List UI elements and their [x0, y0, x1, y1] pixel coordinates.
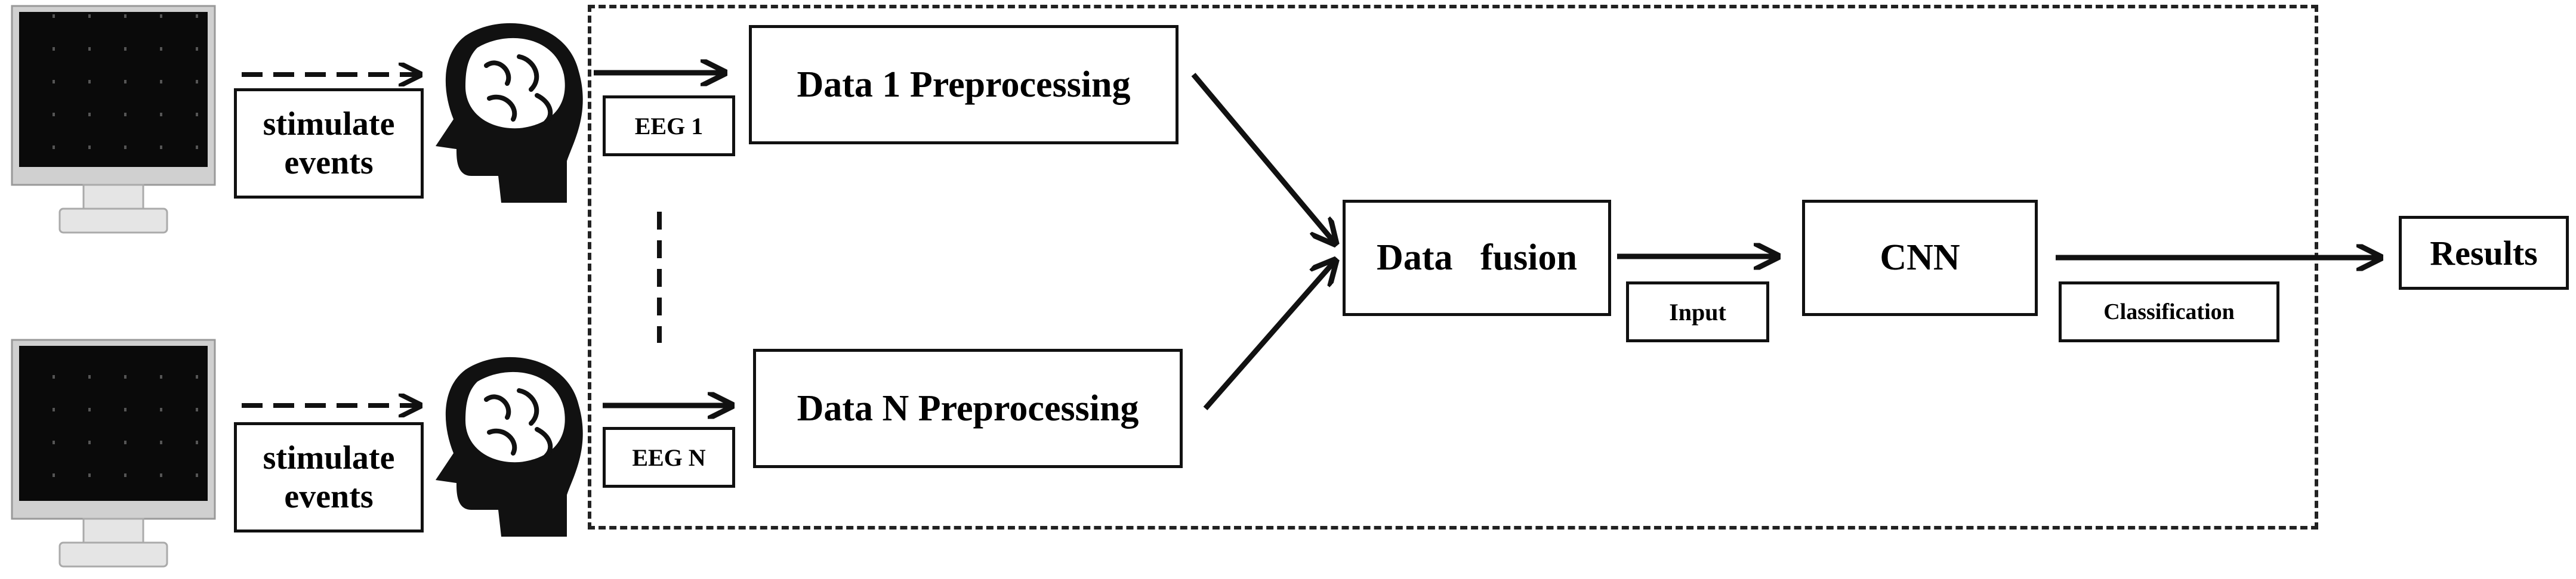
- stimulus-label-bottom: stimulate events: [234, 422, 424, 532]
- eeg-label-top: EEG 1: [603, 95, 735, 156]
- head-brain-icon-top: [436, 23, 583, 203]
- monitor-icon-top: [11, 5, 216, 234]
- head-brain-icon-bottom: [436, 357, 583, 537]
- data-fusion-box: Data fusion: [1343, 200, 1611, 316]
- fusion-arrow-bottom: [1203, 262, 1334, 410]
- preprocessing-box-bottom: Data N Preprocessing: [753, 349, 1183, 468]
- results-box: Results: [2399, 216, 2569, 290]
- fusion-arrow-top: [1191, 73, 1334, 241]
- monitor-icon-bottom: [11, 339, 216, 568]
- cnn-box: CNN: [1802, 200, 2038, 316]
- input-label: Input: [1626, 281, 1769, 342]
- classification-label: Classification: [2059, 281, 2279, 342]
- processing-frame: [588, 5, 2318, 530]
- eeg-label-bottom: EEG N: [603, 427, 735, 488]
- preprocessing-box-top: Data 1 Preprocessing: [749, 25, 1179, 144]
- stimulus-label-top: stimulate events: [234, 88, 424, 199]
